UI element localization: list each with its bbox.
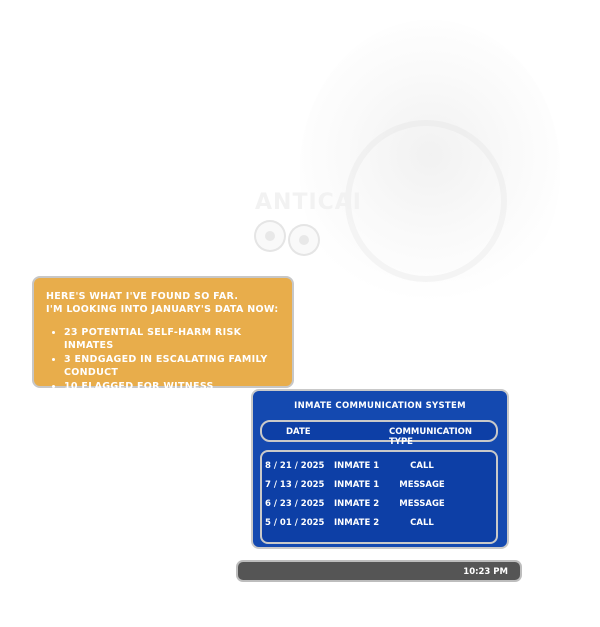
finding-item: 10 FLAGGED FOR WITNESS COERCICION (64, 380, 280, 406)
finding-item: 3 ENDGAGED IN ESCALATING FAMILY CONDUCT (64, 353, 280, 379)
panel-title: INMATE COMMUNICATION SYSTEM (294, 401, 466, 411)
row-date: 8 / 21 / 2025 (265, 461, 325, 471)
row-date: 6 / 23 / 2025 (265, 499, 325, 509)
circle-icon (288, 224, 320, 256)
background-ring (345, 120, 507, 282)
message-line: I'M LOOKING INTO JANUARY'S DATA NOW: (46, 304, 279, 315)
row-inmate: INMATE 1 (334, 480, 380, 490)
clock-time: 10:23 PM (463, 567, 508, 577)
table-row[interactable]: 5 / 01 / 2025 INMATE 2 CALL (262, 518, 496, 530)
table-row[interactable]: 8 / 21 / 2025 INMATE 1 CALL (262, 461, 496, 473)
finding-item: 23 POTENTIAL SELF-HARM RISK INMATES (64, 326, 280, 352)
status-bar: 10:23 PM (236, 560, 522, 582)
inmate-communication-panel: INMATE COMMUNICATION SYSTEM DATE COMMUNI… (251, 389, 509, 549)
communication-table: 8 / 21 / 2025 INMATE 1 CALL 7 / 13 / 202… (260, 450, 498, 544)
row-type: MESSAGE (399, 480, 445, 490)
brand-watermark: ANTICAI (255, 190, 362, 215)
row-inmate: INMATE 1 (334, 461, 380, 471)
table-header: DATE COMMUNICATION TYPE (260, 420, 498, 447)
findings-list: 23 POTENTIAL SELF-HARM RISK INMATES 3 EN… (46, 326, 280, 406)
row-inmate: INMATE 2 (334, 518, 380, 528)
row-type: CALL (410, 461, 434, 471)
row-inmate: INMATE 2 (334, 499, 380, 509)
table-row[interactable]: 6 / 23 / 2025 INMATE 2 MESSAGE (262, 499, 496, 511)
column-header-date: DATE (286, 427, 311, 437)
circle-icon (254, 220, 286, 252)
assistant-message-card: HERE'S WHAT I'VE FOUND SO FAR. I'M LOOKI… (32, 276, 294, 405)
row-type: MESSAGE (399, 499, 445, 509)
row-date: 5 / 01 / 2025 (265, 518, 325, 528)
column-header-type: COMMUNICATION TYPE (389, 427, 473, 447)
row-date: 7 / 13 / 2025 (265, 480, 325, 490)
table-row[interactable]: 7 / 13 / 2025 INMATE 1 MESSAGE (262, 480, 496, 492)
row-type: CALL (410, 518, 434, 528)
message-line: HERE'S WHAT I'VE FOUND SO FAR. (46, 291, 239, 302)
